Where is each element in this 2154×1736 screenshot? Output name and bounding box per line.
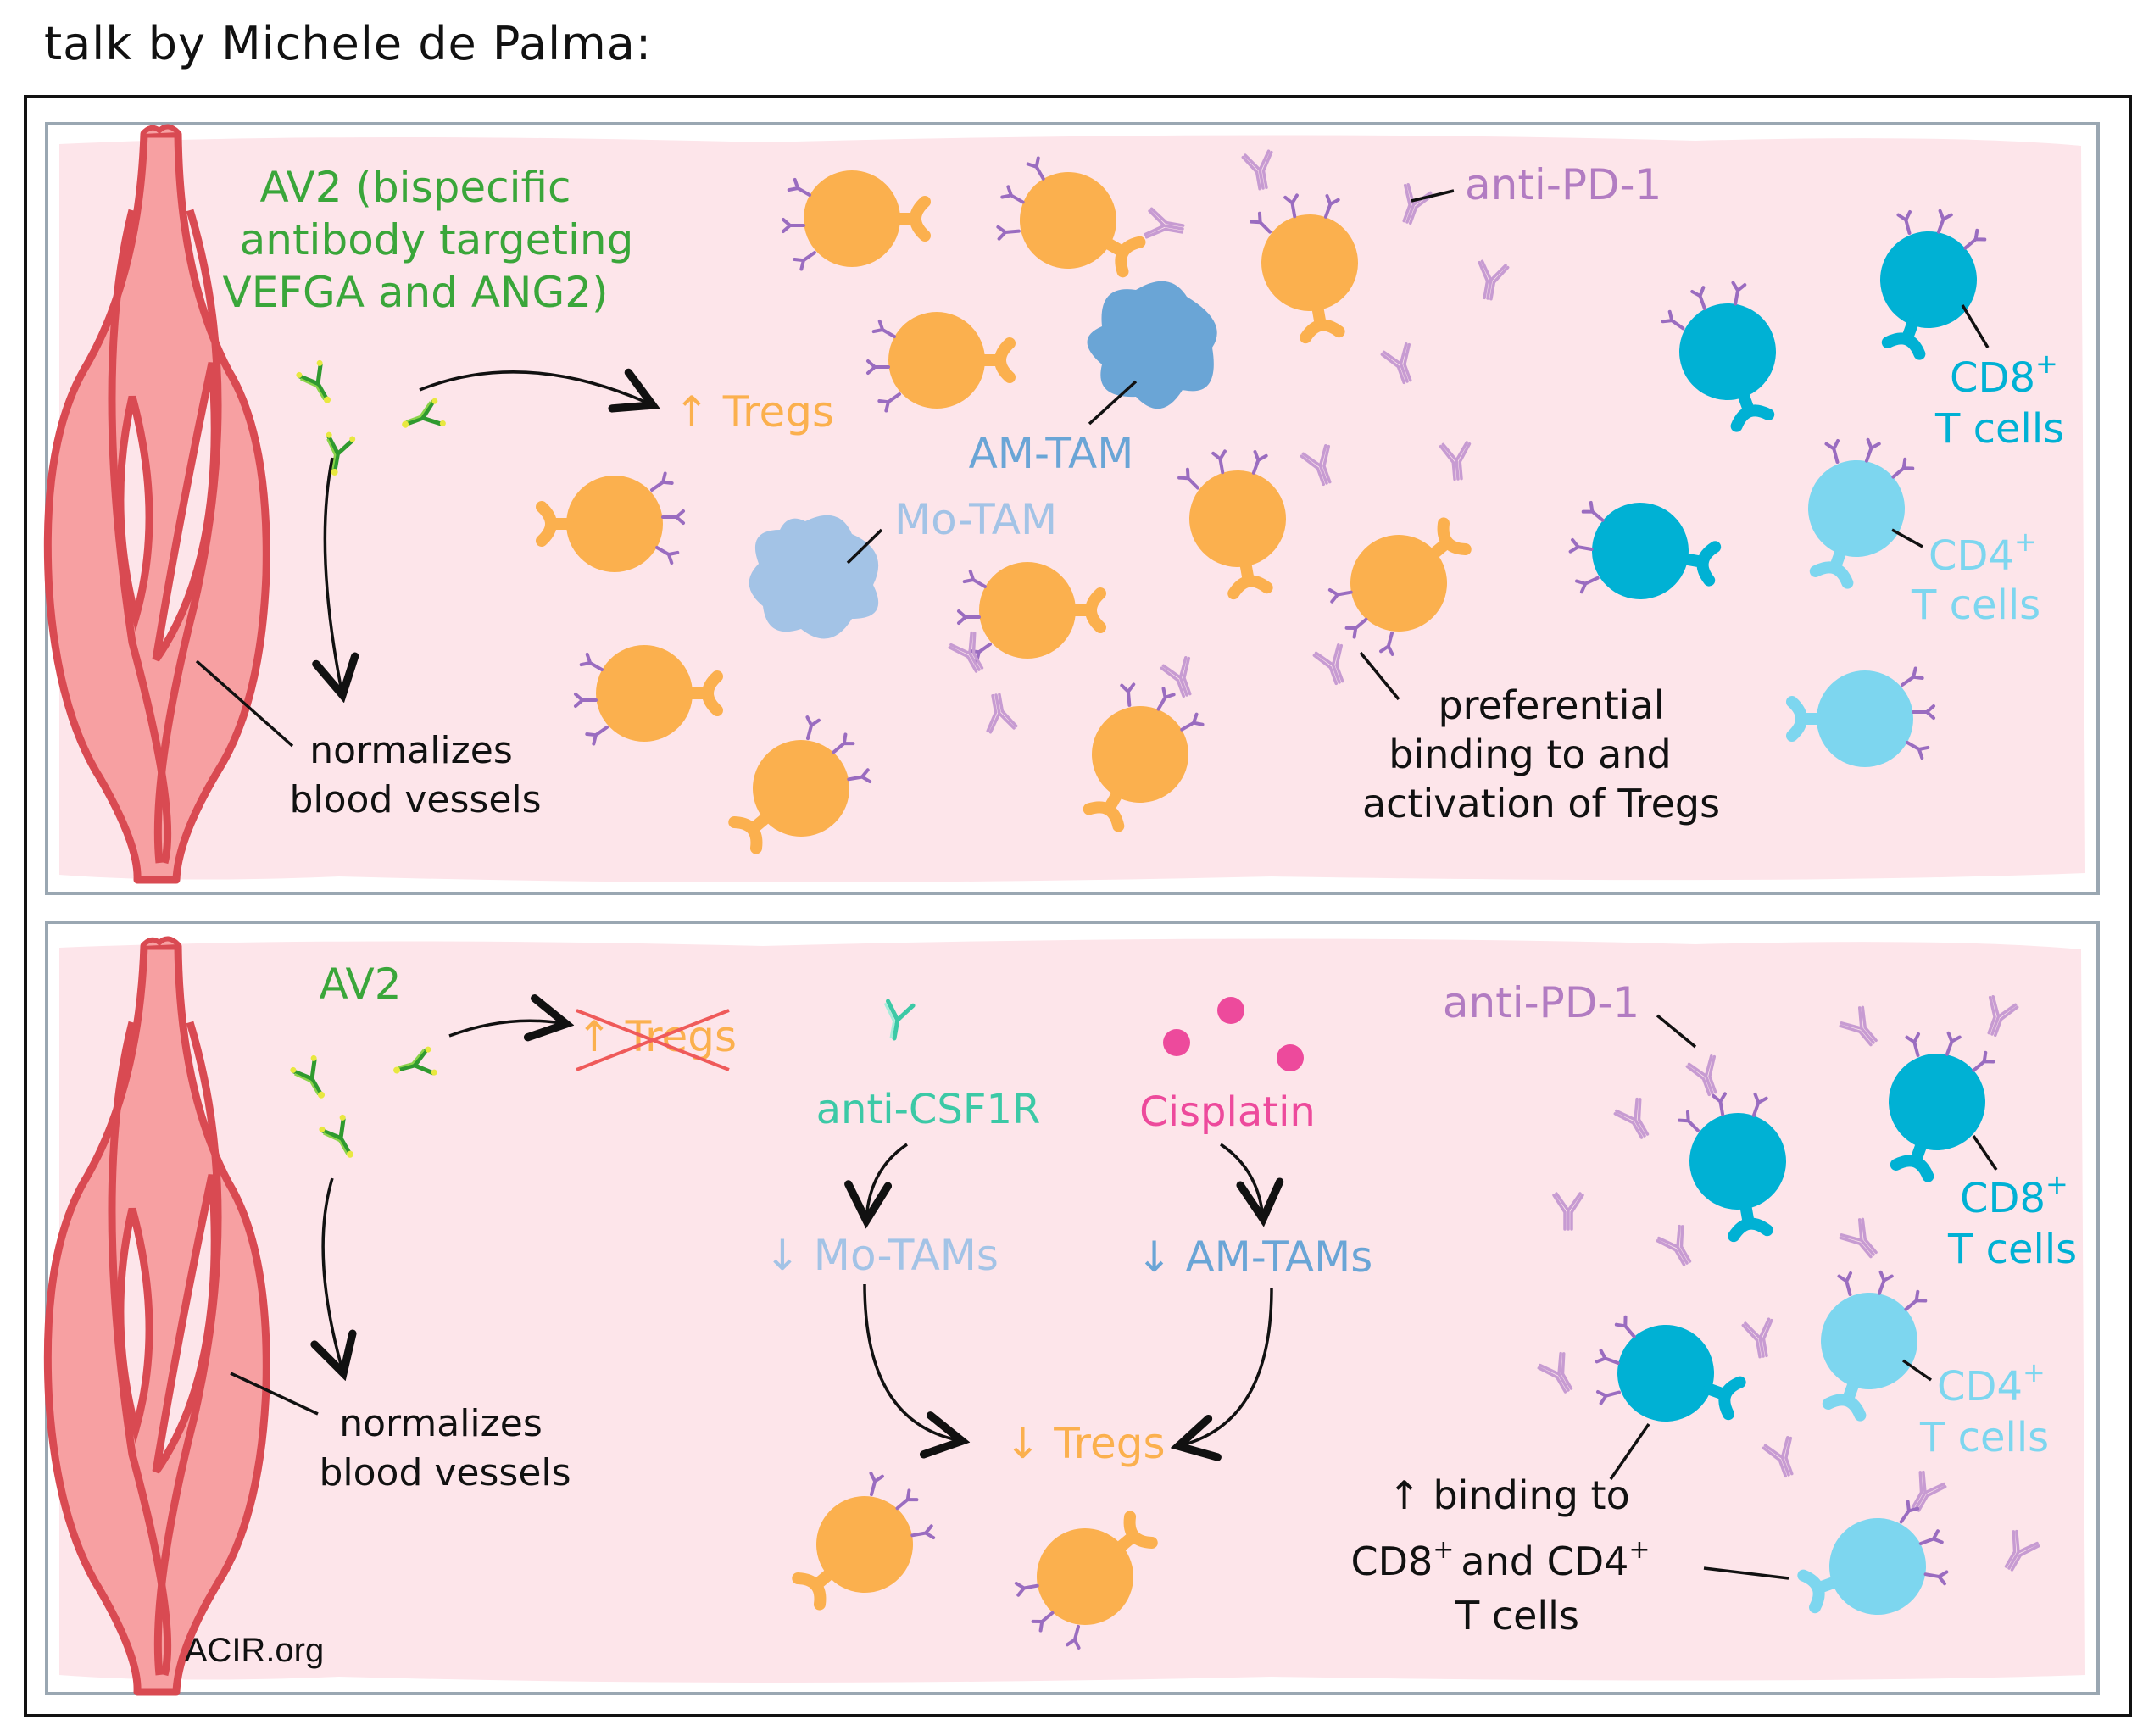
- arrow-av2-to-vessels-bottom: [323, 1177, 343, 1373]
- am-tam-label: AM-TAM: [969, 429, 1134, 478]
- panel-top: AV2 (bispecific antibody targeting VEFGA…: [47, 122, 2100, 895]
- leader-anti-pd1-bottom: [1656, 1014, 1697, 1049]
- cisplatin-molecules: [1163, 997, 1304, 1071]
- panel-top-background: [59, 135, 2085, 882]
- arrow-amtams-to-tregs: [1178, 1288, 1273, 1446]
- leader-mo-tam: [846, 528, 883, 565]
- leader-binding-cd8: [1609, 1423, 1650, 1480]
- leader-cd8-top: [1961, 304, 1990, 348]
- leader-am-tam: [1088, 380, 1138, 426]
- outer-frame: [24, 95, 2132, 1717]
- cd4-label-bottom: CD4+: [1937, 1356, 2045, 1410]
- tregs-down-label: ↓ Tregs: [1005, 1419, 1166, 1468]
- leader-cd4-top: [1891, 528, 1923, 548]
- binding-line-2: CD8+and CD4+: [1350, 1535, 1650, 1584]
- av2-label-line-3: VEFGA and ANG2): [222, 268, 608, 317]
- preferential-line-2: binding to and: [1389, 732, 1671, 777]
- leader-normalizes-top: [195, 659, 294, 748]
- normalizes-line-1-bottom: normalizes: [339, 1402, 543, 1445]
- mo-tam-label: Mo-TAM: [894, 495, 1057, 544]
- mo-tams-down-label: ↓ Mo-TAMs: [765, 1231, 999, 1280]
- arrow-csf1r-to-motams: [866, 1143, 908, 1221]
- page-title: talk by Michele de Palma:: [44, 17, 653, 70]
- panel-bottom-background: [59, 938, 2085, 1683]
- arrow-av2-to-tregs: [419, 372, 653, 405]
- cd8-label-top-line-2: T cells: [1934, 405, 2064, 453]
- binding-line-1: ↑ binding to: [1388, 1472, 1629, 1518]
- av2-label-line-1: AV2 (bispecific: [260, 163, 571, 212]
- anti-pd1-label-bottom: anti-PD-1: [1443, 978, 1639, 1027]
- mo-tam-cell: [749, 515, 879, 639]
- arrow-av2-to-vessels: [325, 457, 342, 695]
- am-tam-cell: [1087, 281, 1217, 409]
- normalizes-line-1-top: normalizes: [309, 729, 513, 772]
- cd4-label-top: CD4+: [1929, 526, 2037, 580]
- strike-through-tregs: [576, 1009, 730, 1071]
- arrow-motams-to-tregs: [863, 1283, 962, 1441]
- preferential-line-3: activation of Tregs: [1362, 781, 1720, 826]
- cd8-label-bottom-line-2: T cells: [1947, 1226, 2077, 1273]
- leader-cd8-bottom: [1972, 1135, 1998, 1171]
- leader-cd4-bottom: [1901, 1359, 1933, 1382]
- panel-bottom: AV2 ↑ Tregs normalizes blood vessels ant…: [47, 921, 2100, 1694]
- leader-preferential: [1359, 651, 1400, 701]
- preferential-line-1: preferential: [1438, 682, 1664, 728]
- am-tams-down-label: ↓ AM-TAMs: [1137, 1232, 1373, 1282]
- cd8-label-top: CD8+: [1950, 348, 2058, 402]
- normalizes-line-2-bottom: blood vessels: [319, 1451, 571, 1494]
- av2-label-bottom: AV2: [319, 960, 401, 1009]
- binding-line-3: T cells: [1455, 1593, 1579, 1639]
- arrow-cisplatin-to-amtams: [1220, 1143, 1263, 1219]
- tregs-up-label: ↑ Tregs: [674, 387, 834, 437]
- leader-normalizes-bottom: [230, 1372, 319, 1416]
- anti-csf1r-label: anti-CSF1R: [816, 1086, 1041, 1133]
- leader-binding-cd4: [1703, 1566, 1789, 1580]
- cd8-label-bottom: CD8+: [1960, 1168, 2068, 1222]
- anti-pd1-label-top: anti-PD-1: [1465, 160, 1661, 209]
- normalizes-line-2-top: blood vessels: [289, 778, 541, 821]
- cd4-label-bottom-line-2: T cells: [1919, 1414, 2049, 1461]
- credit-label: ACIR.org: [185, 1632, 325, 1669]
- cd4-label-top-line-2: T cells: [1911, 581, 2040, 629]
- leader-anti-pd1-top: [1411, 189, 1455, 203]
- cisplatin-label: Cisplatin: [1139, 1088, 1316, 1136]
- av2-label-line-2: antibody targeting: [240, 215, 634, 264]
- arrow-av2-to-tregs-bottom: [448, 1021, 566, 1036]
